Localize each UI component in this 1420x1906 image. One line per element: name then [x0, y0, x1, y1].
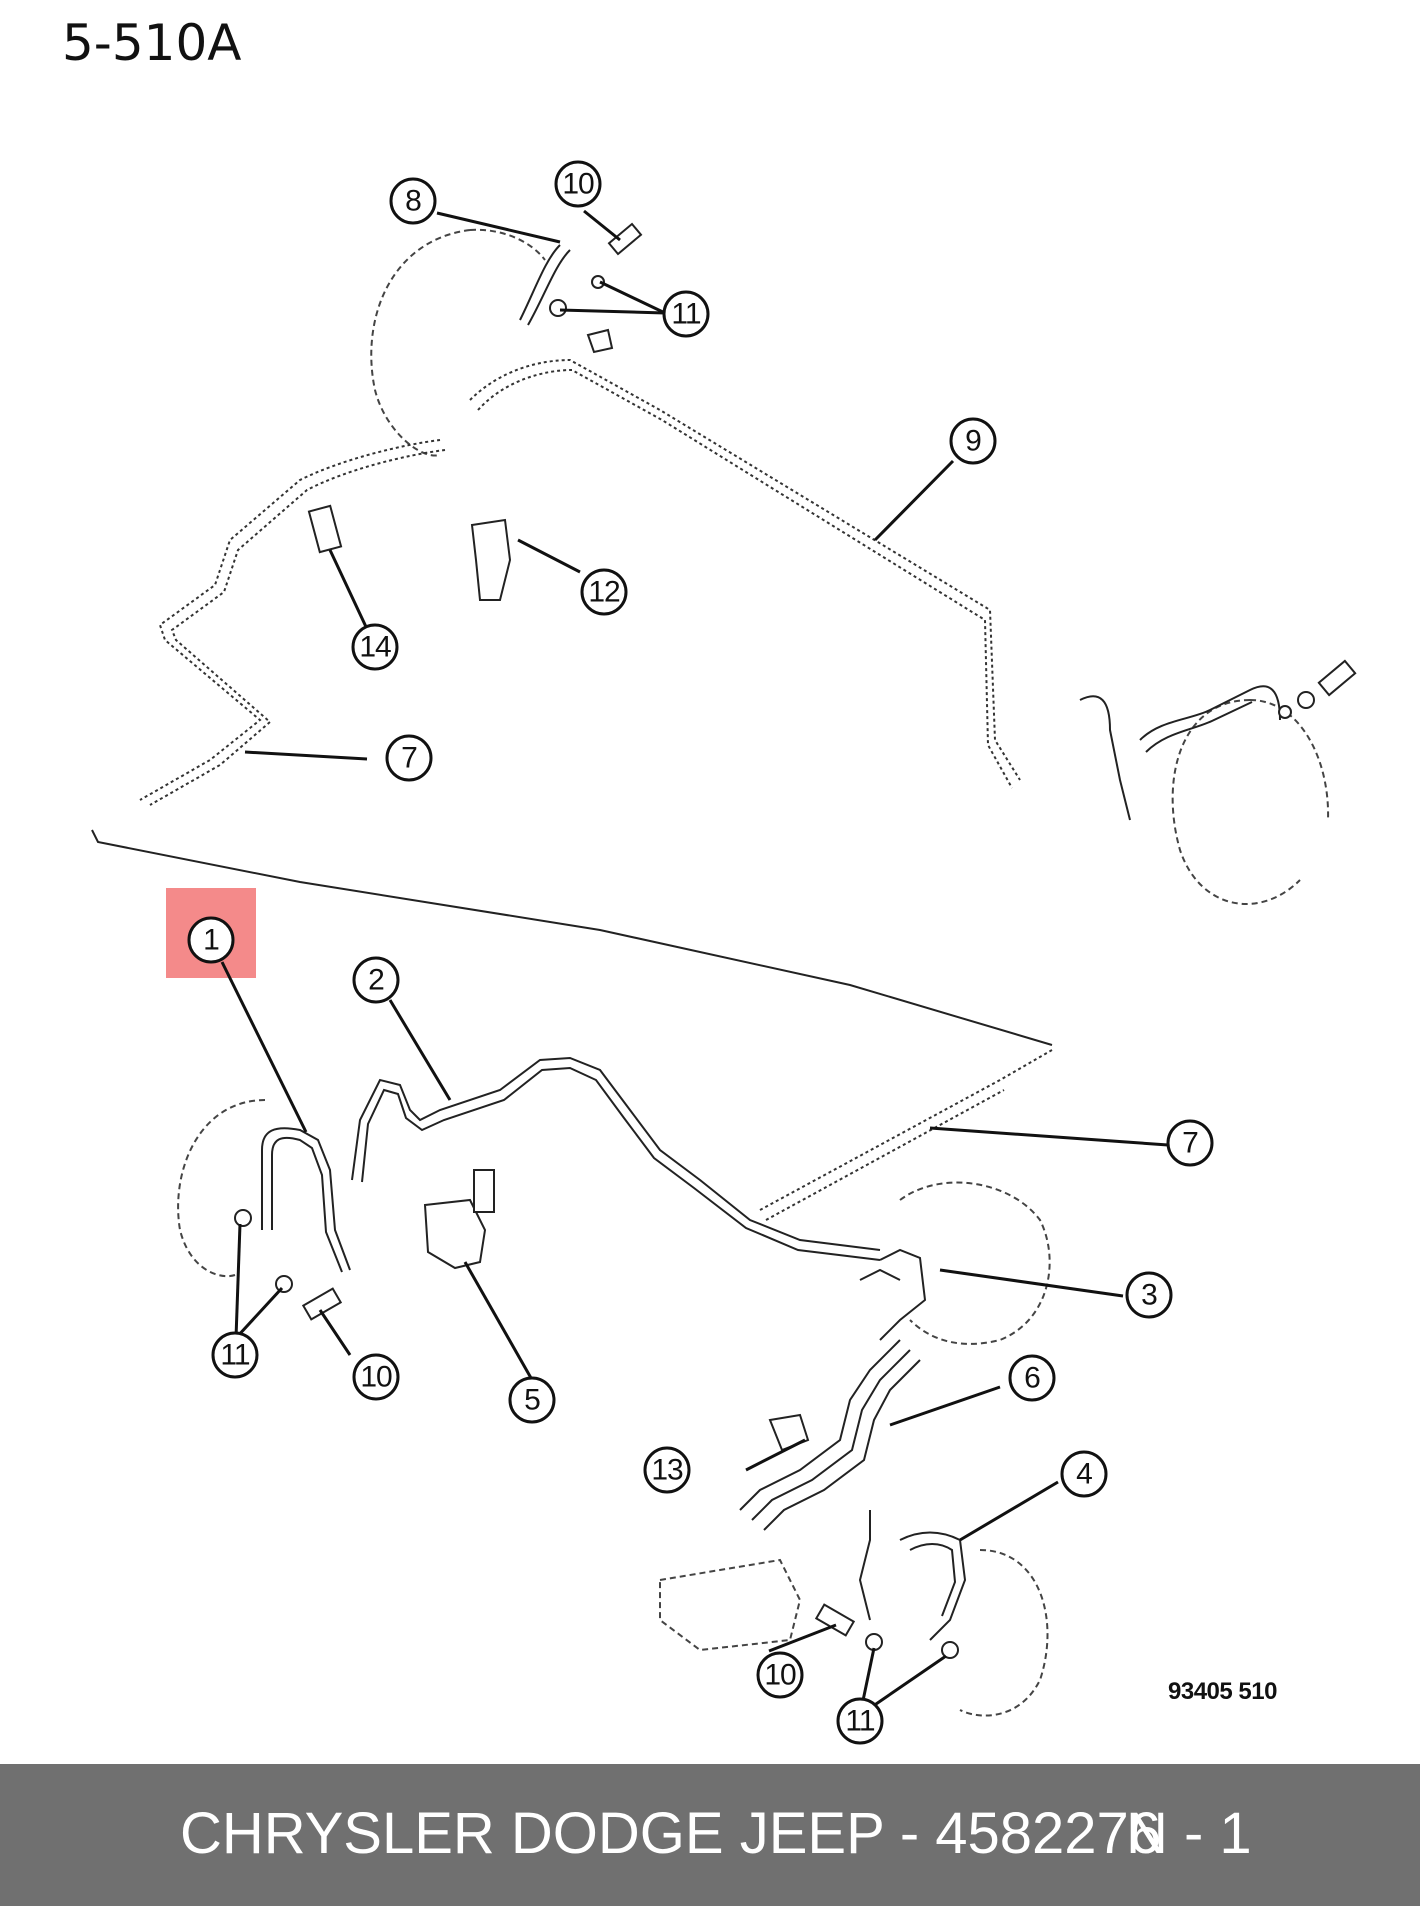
callout-9: 9: [949, 417, 997, 465]
callout-11-front-left-label: 11: [220, 1339, 249, 1372]
callout-13: 13: [643, 1446, 691, 1494]
callout-4-label: 4: [1076, 1458, 1092, 1491]
callout-13-label: 13: [651, 1454, 683, 1487]
callout-14-label: 14: [359, 631, 391, 664]
callout-2: 2: [352, 956, 400, 1004]
callout-11-front-right-label: 11: [845, 1705, 874, 1738]
callout-14: 14: [351, 623, 399, 671]
callout-10-front-left-label: 10: [360, 1361, 392, 1394]
callout-12-label: 12: [588, 576, 620, 609]
footer-bar: CHRYSLER DODGE JEEP - 4582276 N - 1: [0, 1764, 1420, 1906]
callout-1-label: 1: [203, 924, 219, 957]
callout-7-front: 7: [1166, 1119, 1214, 1167]
callout-3-label: 3: [1141, 1279, 1157, 1312]
callout-11-front-left: 11: [211, 1331, 259, 1379]
callout-11-rear-label: 11: [671, 298, 700, 331]
callout-3: 3: [1125, 1271, 1173, 1319]
callout-5-label: 5: [524, 1384, 540, 1417]
callout-6-label: 6: [1024, 1362, 1040, 1395]
callout-7-front-label: 7: [1182, 1127, 1198, 1160]
callout-7-rear: 7: [385, 734, 433, 782]
callout-11-rear: 11: [662, 290, 710, 338]
brake-line-diagram: 1 2 3 4 5 6 7 7 8 9 10 10: [91, 160, 1357, 1745]
callout-10-front-right-label: 10: [764, 1659, 796, 1692]
callout-10-front-right: 10: [756, 1651, 804, 1699]
callout-7-rear-label: 7: [401, 742, 417, 775]
footer-part-number: CHRYSLER DODGE JEEP - 4582276: [180, 1801, 1162, 1866]
callout-5: 5: [508, 1376, 556, 1424]
front-brake-assembly: [177, 1049, 1053, 1717]
callout-2-label: 2: [368, 964, 384, 997]
callout-12: 12: [580, 568, 628, 616]
page-title: 5-510A: [62, 14, 242, 72]
callout-6: 6: [1008, 1354, 1056, 1402]
callout-1: 1: [187, 916, 235, 964]
rear-brake-assembly: [91, 222, 1357, 1046]
footer-quantity: N - 1: [1126, 1801, 1252, 1866]
callout-8: 8: [389, 177, 437, 225]
callout-8-label: 8: [405, 185, 421, 218]
figure-code: 93405 510: [1168, 1678, 1277, 1705]
callout-10-rear: 10: [554, 160, 602, 208]
callout-11-front-right: 11: [836, 1697, 884, 1745]
callout-9-label: 9: [965, 425, 981, 458]
callout-10-rear-label: 10: [562, 168, 594, 201]
callout-4: 4: [1060, 1450, 1108, 1498]
callout-10-front-left: 10: [352, 1353, 400, 1401]
